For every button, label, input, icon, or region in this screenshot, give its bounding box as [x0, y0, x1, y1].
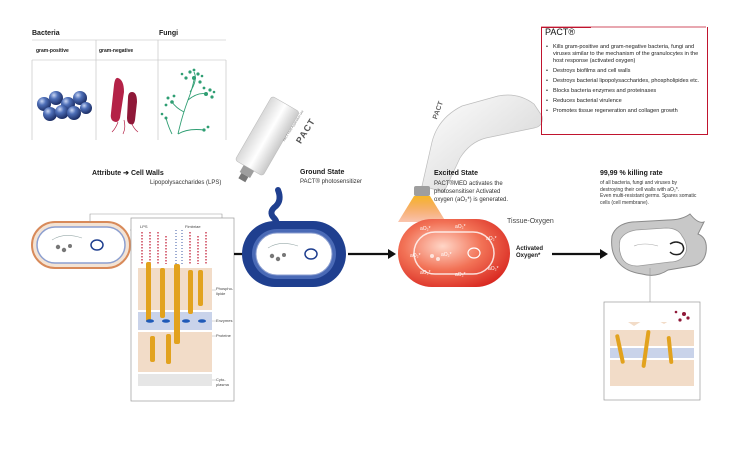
gel-tube-icon [235, 96, 299, 183]
fimbriae-strands [175, 230, 183, 266]
fimbriae-tag: Fimbriae [185, 224, 201, 229]
pact-title: PACT® [545, 27, 575, 37]
excited-state-text: PACT®MED activates the photosensitiser A… [434, 180, 508, 204]
activated-oxygen-label: Activated Oxygen* [516, 246, 543, 260]
detail-leader-lines [212, 289, 216, 381]
gram-negative-label: gram-negative [99, 48, 134, 54]
phospholipids-tag: Phospho-lipide [216, 286, 234, 296]
pact-benefits-list: Kills gram-positive and gram-negative ba… [546, 44, 704, 118]
arrow-to-destroyed-cell [552, 249, 608, 259]
killing-line-2: destroying their cell walls with aO₂*. [600, 186, 680, 193]
enzymes-tag: Enzymes [216, 318, 233, 323]
list-item: Destroys biofilms and cell walls [546, 68, 704, 75]
attribute-heading: Attribute ➔ Cell Walls [92, 169, 164, 177]
ao2-label: aO₂* [455, 224, 466, 230]
destroyed-lps-fragments [674, 310, 690, 322]
fungi-heading: Fungi [159, 30, 179, 37]
arrow-to-excited-state [348, 249, 396, 259]
pact-info-box [541, 27, 708, 135]
killing-line-3: Even multi-resistant germs. Spares somat… [600, 193, 697, 199]
gram-positive-label: gram-positive [36, 48, 69, 54]
list-item: Promotes tissue regeneration and collage… [546, 108, 704, 115]
list-item: Kills gram-positive and gram-negative ba… [546, 44, 704, 65]
ao2-label: aO₂* [486, 236, 497, 242]
activated-oxygen-line-1: Activated [516, 246, 544, 252]
ao2-label: aO₂* [455, 272, 466, 278]
proteins-tag: Proteine [216, 333, 231, 338]
light-beam [398, 196, 446, 222]
ao2-label: aO₂* [420, 226, 431, 232]
ground-state-subtitle: PACT® photosensitizer [300, 179, 363, 185]
protein-columns [146, 262, 203, 364]
destroyed-bacterium [611, 213, 707, 276]
list-item: Reduces bacterial virulence [546, 98, 704, 105]
attribute-label: Attribute [92, 170, 122, 177]
list-item: Destroys bacterial lipopolysaccharides, … [546, 78, 704, 85]
ao2-label: aO₂* [410, 253, 421, 259]
lps-caption: Lipopolysaccharides (LPS) [150, 180, 222, 186]
arrow-right-icon: ➔ [123, 170, 129, 177]
gram-negative-rods-icon [110, 77, 139, 135]
ao2-label: aO₂* [488, 266, 499, 272]
excited-state-bacterium [398, 219, 510, 287]
enzyme-markers [146, 319, 206, 323]
ao2-label: aO₂* [441, 252, 452, 258]
excited-state-line-3: oxygen (aO₂*) is generated. [434, 197, 509, 203]
ground-state-bacterium [242, 221, 346, 287]
excited-state-line-1: PACT®MED activates the [434, 181, 503, 187]
killing-rate-text: of all bacteria, fungi and viruses by de… [600, 180, 696, 206]
activated-oxygen-line-2: Oxygen* [516, 253, 541, 259]
bacteria-heading: Bacteria [32, 30, 60, 37]
gram-positive-cocci-icon [37, 91, 92, 121]
lps-tag: LPS [140, 224, 148, 229]
light-device-icon [414, 94, 543, 196]
ground-state-title: Ground State [300, 169, 345, 176]
list-item: Blocks bacteria enzymes and proteinases [546, 88, 704, 95]
bacterium-cross-section-left [31, 221, 131, 269]
fungi-spores-icon [160, 68, 216, 132]
killing-rate-title: 99,99 % killing rate [600, 170, 663, 177]
killing-line-4: cells (cell membrane). [600, 199, 649, 206]
ao2-label: aO₂* [420, 270, 431, 276]
tissue-oxygen-label: Tissue-Oxygen [507, 218, 554, 225]
lps-chains [141, 232, 207, 264]
excited-state-line-2: photosensitiser Activated [434, 189, 501, 195]
destroyed-wall-layers [610, 314, 694, 386]
killing-line-1: of all bacteria, fungi and viruses by [600, 180, 677, 186]
excited-state-title: Excited State [434, 170, 478, 177]
cytoplasm-tag: Cyto-plasma [216, 377, 229, 387]
destroyed-fragments [615, 330, 674, 368]
cell-walls-label: Cell Walls [130, 170, 164, 177]
